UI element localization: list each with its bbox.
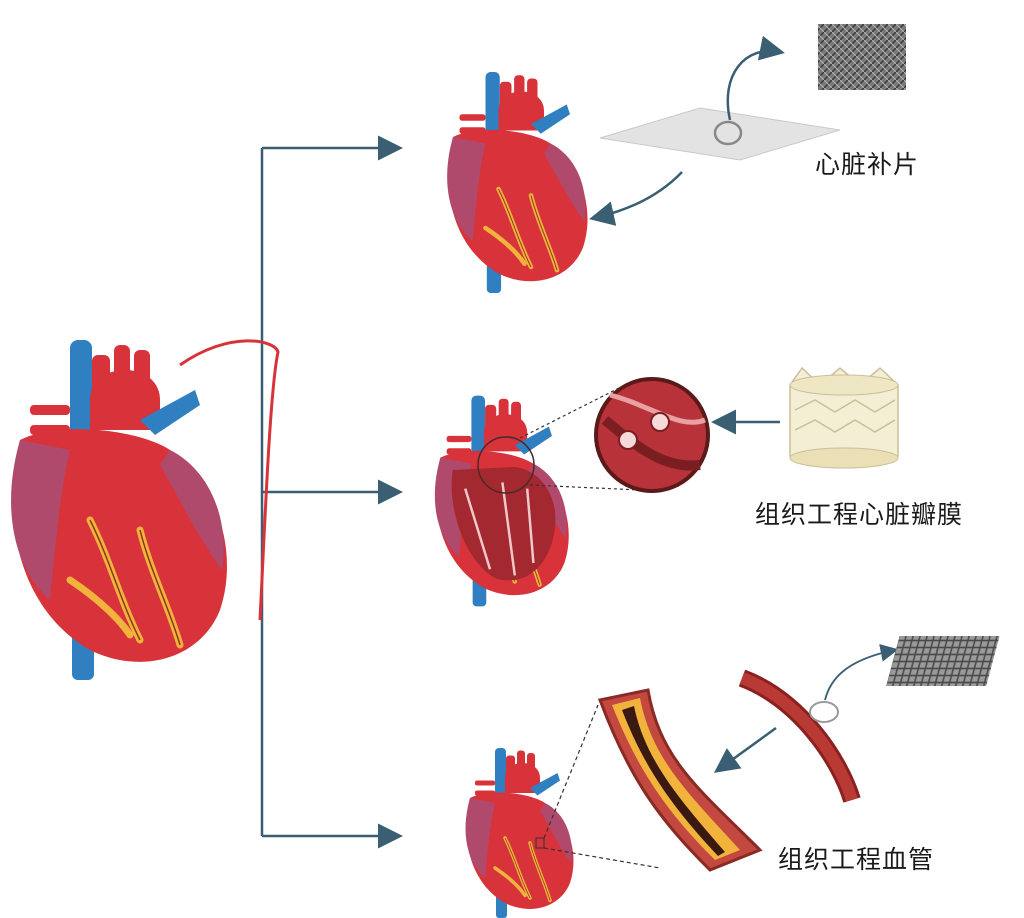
- heart-cross-section-icon: [435, 396, 569, 607]
- arrow-patch-detail: [726, 35, 785, 121]
- zoom-line-bottom: [529, 484, 641, 491]
- fiber-mesh-icon: [818, 24, 906, 90]
- main-heart-icon: [11, 340, 280, 680]
- vessel-detail-circle: [809, 701, 839, 723]
- zoom-line-bottom-vessel: [543, 847, 661, 869]
- vessel-icon: [738, 669, 861, 803]
- scaffold-icon: [886, 636, 1000, 686]
- heart-patch-row: [447, 24, 906, 293]
- zoom-line-top: [519, 384, 626, 439]
- arrow-patch-to-heart: [589, 171, 683, 226]
- heart-valve-label: 组织工程心脏瓣膜: [755, 500, 964, 529]
- branch-arrows: [260, 135, 403, 849]
- blood-vessel-row: [463, 636, 1000, 918]
- heart-icon: [447, 72, 587, 293]
- heart-icon: [463, 746, 576, 918]
- cardiac-patch-icon: [599, 107, 841, 161]
- valve-zoom-icon: [594, 377, 710, 493]
- arrow-vessel-detail: [824, 644, 899, 701]
- diseased-vessel-icon: [597, 688, 763, 872]
- blood-vessel-label: 组织工程血管: [778, 845, 935, 874]
- vessel-marker: [535, 837, 545, 849]
- zoom-region: [477, 436, 535, 494]
- heart-valve-row: [435, 366, 899, 607]
- zoom-line-top-vessel: [543, 704, 599, 839]
- heart-valve-icon: [789, 366, 899, 469]
- cardiac-patch-label: 心脏补片: [815, 150, 920, 179]
- patch-detail-circle: [713, 120, 743, 146]
- arrow-vessel-to-diseased: [713, 726, 777, 773]
